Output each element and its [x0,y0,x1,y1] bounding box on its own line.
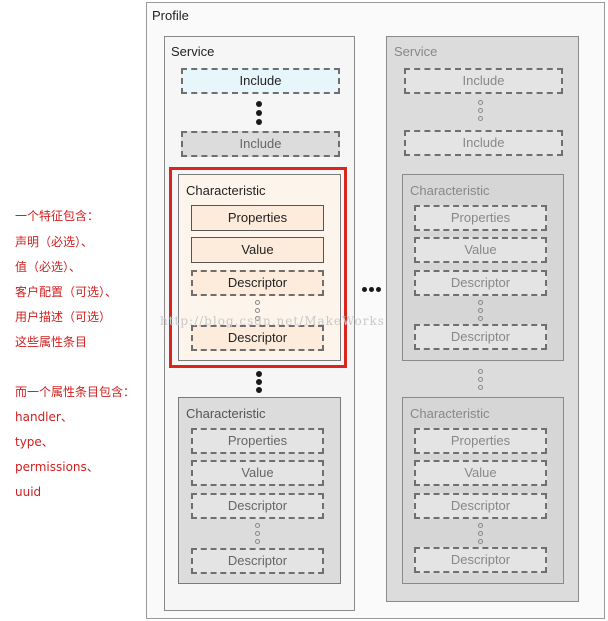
properties-box: Properties [414,428,547,454]
descriptor-box: Descriptor [191,548,324,574]
ellipsis-dot [478,308,483,313]
descriptor-box: Descriptor [191,493,324,519]
ellipsis-dot [256,371,262,377]
include-box: Include [181,131,340,157]
highlight-frame [169,167,347,368]
profile-title: Profile [152,8,189,23]
service-title-left: Service [171,44,215,59]
ellipsis-dot [478,377,483,382]
ellipsis-dot [478,539,483,544]
value-box: Value [191,460,324,486]
ellipsis-dot [478,116,483,121]
descriptor-box: Descriptor [414,324,547,350]
ellipsis-dot [478,385,483,390]
ellipsis-dot [478,100,483,105]
annotation-line: 客户配置（可选）、 [15,285,118,299]
value-box: Value [414,460,547,486]
ellipsis-dot [255,539,260,544]
watermark: http://blog.csdn.net/MakeWorks [160,314,385,328]
descriptor-box: Descriptor [414,547,547,573]
annotation-line: 这些属性条目 [15,335,88,349]
characteristic-title: Characteristic [186,183,266,198]
characteristic-title: Characteristic [186,406,266,421]
characteristic-title: Characteristic [410,406,490,421]
annotation-line: 而一个属性条目包含： [15,385,136,399]
properties-box: Properties [191,428,324,454]
include-box: Include [404,130,563,156]
characteristic-title: Characteristic [410,183,490,198]
descriptor-box: Descriptor [191,270,324,296]
annotation-line: permissions、 [15,460,99,474]
annotation-line: uuid [15,485,42,499]
descriptor-box: Descriptor [414,270,547,296]
descriptor-box: Descriptor [191,325,324,351]
ellipsis-dot [369,287,374,292]
ellipsis-dot [362,287,367,292]
ellipsis-dot [255,531,260,536]
annotation-line: 声明（必选）、 [15,235,94,249]
include-box: Include [181,68,340,94]
ellipsis-dot [255,308,260,313]
annotation-line: type、 [15,435,54,449]
properties-box: Properties [191,205,324,231]
ellipsis-dot [255,316,260,321]
ellipsis-dot [478,316,483,321]
service-title-right: Service [394,44,438,59]
annotation-line: 值（必选）、 [15,260,82,274]
annotation-line: 用户描述（可选） [15,310,112,324]
ellipsis-dot [478,300,483,305]
ellipsis-dot [478,531,483,536]
ellipsis-dot [376,287,381,292]
properties-box: Properties [414,205,547,231]
ellipsis-dot [478,369,483,374]
ellipsis-dot [256,101,262,107]
value-box: Value [191,237,324,263]
ellipsis-dot [255,300,260,305]
ellipsis-dot [256,379,262,385]
descriptor-box: Descriptor [414,493,547,519]
ellipsis-dot [255,523,260,528]
ellipsis-dot [256,119,262,125]
value-box: Value [414,237,547,263]
ellipsis-dot [256,110,262,116]
include-box: Include [404,68,563,94]
ellipsis-dot [256,387,262,393]
ellipsis-dot [478,523,483,528]
ellipsis-dot [478,108,483,113]
annotation-line: 一个特征包含： [15,209,100,223]
annotation-line: handler、 [15,410,73,424]
